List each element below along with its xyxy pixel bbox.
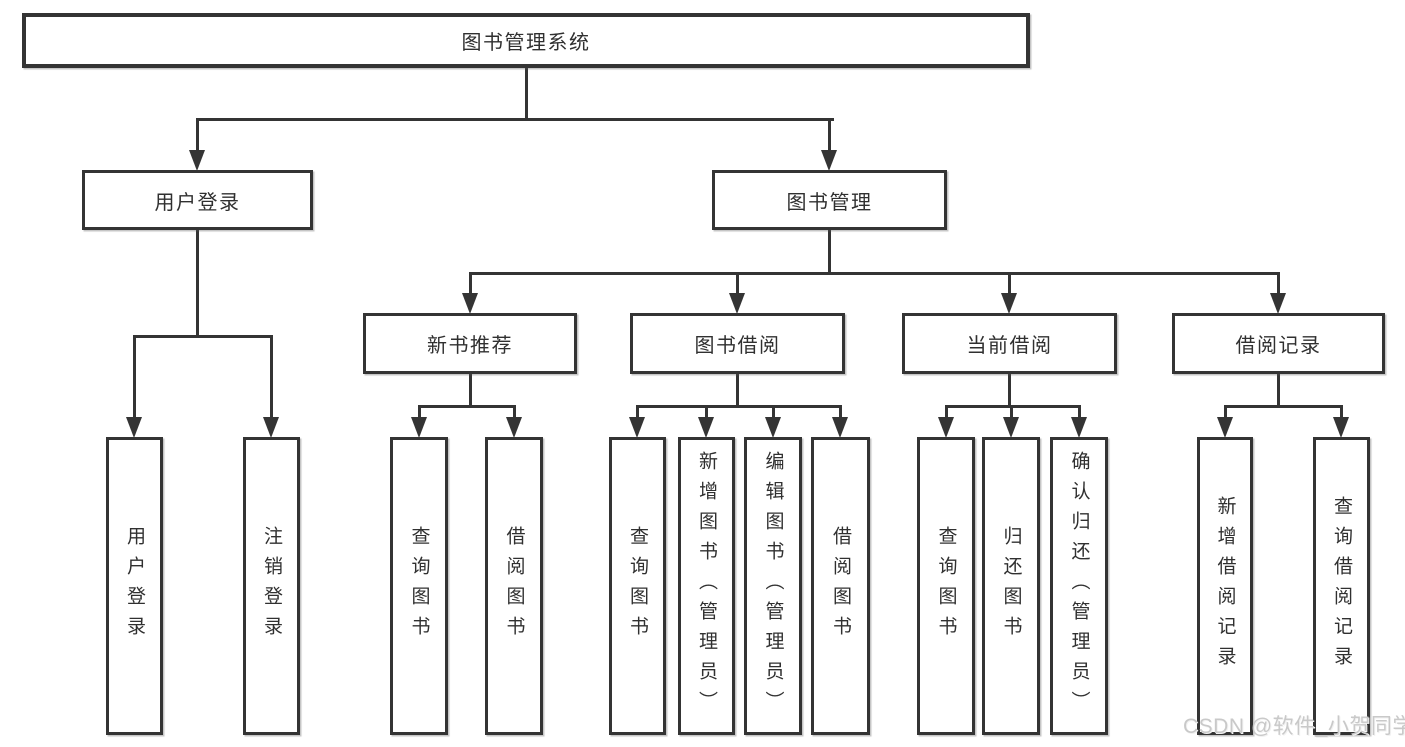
leaf-user-logout: 注销登录 <box>243 437 300 735</box>
connector-line <box>1340 405 1343 418</box>
arrow-down-icon <box>263 417 279 438</box>
connector-line <box>1277 272 1280 294</box>
connector-line <box>418 405 421 418</box>
arrow-down-icon <box>1071 417 1087 438</box>
node-label: 新书推荐 <box>427 335 513 357</box>
arrow-down-icon <box>1217 417 1233 438</box>
leaf-nb-borrow-book: 借阅图书 <box>485 437 543 735</box>
arrow-down-icon <box>189 150 205 171</box>
connector-line <box>133 335 273 338</box>
connector-line <box>636 405 639 418</box>
arrow-down-icon <box>411 417 427 438</box>
connector-line <box>469 272 472 294</box>
node-label: 当前借阅 <box>966 335 1053 357</box>
leaf-cb-query-book: 查询图书 <box>917 437 975 735</box>
leaf-user-login: 用户登录 <box>106 437 163 735</box>
arrow-down-icon <box>832 417 848 438</box>
node-label: 用户登录 <box>154 191 241 214</box>
connector-line <box>736 272 739 294</box>
connector-line <box>945 405 1081 408</box>
arrow-down-icon <box>462 293 478 314</box>
connector-line <box>1224 405 1343 408</box>
arrow-down-icon <box>698 417 714 438</box>
connector-line <box>1008 374 1011 406</box>
node-new-book-recommend: 新书推荐 <box>363 313 577 374</box>
connector-line <box>1010 405 1013 418</box>
node-book-management: 图书管理 <box>712 170 947 230</box>
arrow-down-icon <box>1270 293 1286 314</box>
leaf-cb-confirm-return-admin: 确认归还（管理员） <box>1050 437 1108 735</box>
connector-line <box>636 405 842 408</box>
leaf-bb-add-book-admin: 新增图书（管理员） <box>678 437 735 735</box>
connector-line <box>469 272 1280 275</box>
leaf-bb-edit-book-admin: 编辑图书（管理员） <box>744 437 802 735</box>
connector-line <box>469 374 472 406</box>
arrow-down-icon <box>729 293 745 314</box>
node-current-borrow: 当前借阅 <box>902 313 1117 374</box>
connector-line <box>196 118 834 121</box>
arrow-down-icon <box>506 417 522 438</box>
connector-line <box>1277 374 1280 406</box>
leaf-br-add-record: 新增借阅记录 <box>1197 437 1253 735</box>
arrow-down-icon <box>1003 417 1019 438</box>
leaf-nb-query-book: 查询图书 <box>390 437 448 735</box>
connector-line <box>772 405 775 418</box>
arrow-down-icon <box>821 150 837 171</box>
node-book-borrow: 图书借阅 <box>630 313 845 374</box>
arrow-down-icon <box>126 417 142 438</box>
connector-line <box>418 405 516 408</box>
connector-line <box>196 230 199 337</box>
arrow-down-icon <box>1333 417 1349 438</box>
connector-line <box>1078 405 1081 418</box>
leaf-br-query-record: 查询借阅记录 <box>1313 437 1370 735</box>
leaf-cb-return-book: 归还图书 <box>982 437 1040 735</box>
connector-line <box>133 335 136 418</box>
arrow-down-icon <box>629 417 645 438</box>
arrow-down-icon <box>765 417 781 438</box>
csdn-watermark: CSDN @软件_小贺同学 <box>1183 715 1405 738</box>
node-library-system: 图书管理系统 <box>22 13 1030 68</box>
connector-line <box>828 118 831 151</box>
connector-line <box>839 405 842 418</box>
connector-line <box>705 405 708 418</box>
node-label: 图书借阅 <box>694 335 781 357</box>
node-borrow-record: 借阅记录 <box>1172 313 1385 374</box>
node-label: 借阅记录 <box>1235 335 1322 357</box>
connector-line <box>525 68 528 121</box>
node-label: 图书管理 <box>786 191 873 214</box>
connector-line <box>945 405 948 418</box>
node-label: 图书管理系统 <box>461 32 591 54</box>
leaf-bb-borrow-book: 借阅图书 <box>811 437 870 735</box>
connector-line <box>513 405 516 418</box>
connector-line <box>736 374 739 406</box>
node-user-login: 用户登录 <box>82 170 313 230</box>
arrow-down-icon <box>938 417 954 438</box>
connector-line <box>196 118 199 151</box>
connector-line <box>1008 272 1011 294</box>
leaf-bb-query-book: 查询图书 <box>609 437 666 735</box>
connector-line <box>828 230 831 274</box>
connector-line <box>1224 405 1227 418</box>
connector-line <box>270 335 273 418</box>
arrow-down-icon <box>1001 293 1017 314</box>
